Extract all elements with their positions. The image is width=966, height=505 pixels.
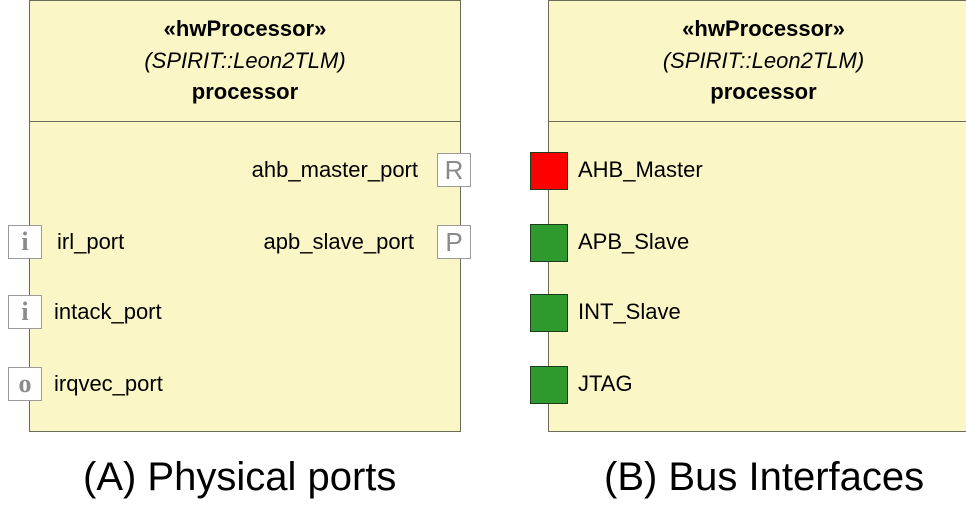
port-symbol: P [445,226,463,257]
port-symbol: R [444,154,464,185]
stereotype-label: «hwProcessor» [163,16,327,41]
bus-interface-icon-int-slave[interactable] [530,294,568,332]
block-header: «hwProcessor» (SPIRIT::Leon2TLM) process… [30,1,460,122]
bus-interface-icon-apb-slave[interactable] [530,224,568,262]
block-name: processor [710,79,817,104]
port-label-irqvec: irqvec_port [54,371,163,396]
bus-interface-icon-ahb-master[interactable] [530,152,568,190]
processor-block-bus: «hwProcessor» (SPIRIT::Leon2TLM) process… [548,0,966,432]
caption-bus-interfaces: (B) Bus Interfaces [604,455,925,499]
output-port-icon[interactable]: o [8,367,42,401]
bus-label-int-slave: INT_Slave [578,299,681,324]
library-label: (SPIRIT::Leon2TLM) [144,48,346,73]
bus-label-ahb-master: AHB_Master [578,157,703,182]
port-symbol: o [18,369,32,398]
block-header: «hwProcessor» (SPIRIT::Leon2TLM) process… [549,1,966,122]
caption-physical-ports: (A) Physical ports [83,455,397,499]
input-port-icon[interactable]: i [8,225,42,259]
bus-label-jtag: JTAG [578,371,633,396]
port-symbol: i [21,227,29,256]
bus-label-apb-slave: APB_Slave [578,229,690,254]
port-symbol: i [21,297,29,326]
provided-port-icon[interactable]: P [437,225,471,259]
port-label-intack: intack_port [54,299,162,324]
bus-interface-icon-jtag[interactable] [530,366,568,404]
block-name: processor [191,79,299,104]
required-port-icon[interactable]: R [437,153,471,187]
processor-block-physical: «hwProcessor» (SPIRIT::Leon2TLM) process… [29,0,461,432]
port-label-irl: irl_port [57,229,125,254]
library-label: (SPIRIT::Leon2TLM) [662,48,865,73]
port-label-ahb-master: ahb_master_port [251,157,418,182]
stereotype-label: «hwProcessor» [682,16,845,41]
port-label-apb-slave: apb_slave_port [263,229,414,254]
input-port-icon[interactable]: i [8,295,42,329]
